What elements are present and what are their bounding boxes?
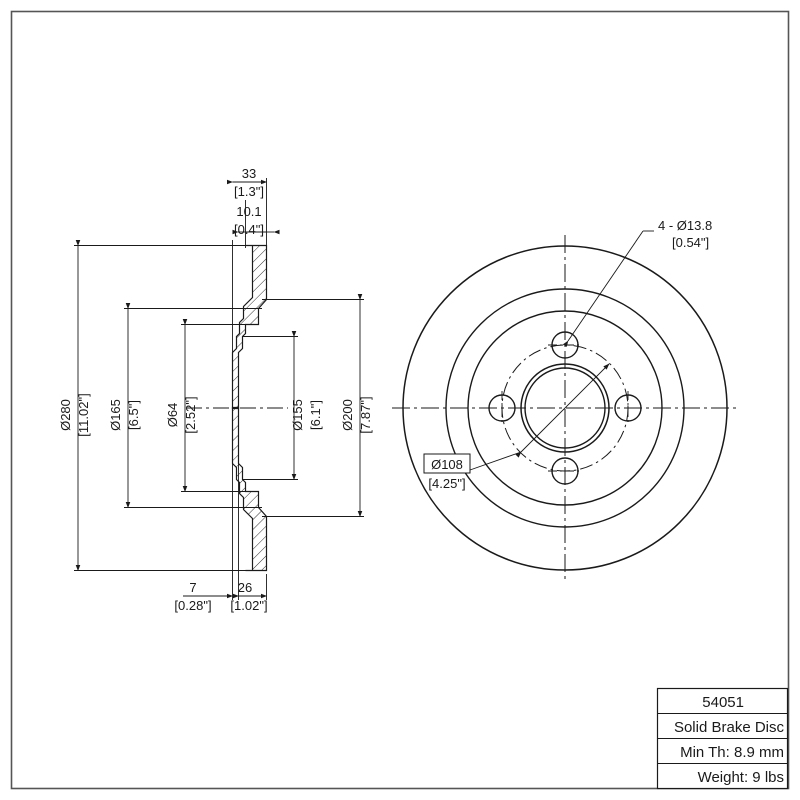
dim-diameter-64-metric: Ø64 xyxy=(165,403,180,428)
callout-bolt-circle-imperial: [4.25"] xyxy=(428,476,465,491)
circle-diameter-165 xyxy=(467,310,663,506)
dim-diameter-280-metric: Ø280 xyxy=(58,399,73,431)
circle-diameter-200 xyxy=(445,288,685,528)
dim-diameter-165-metric: Ø165 xyxy=(108,399,123,431)
dim-diameter-200-imperial: [7.87"] xyxy=(358,396,373,433)
title-block-min-thickness: Min Th: 8.9 mm xyxy=(680,744,784,761)
section-profile-upper xyxy=(231,244,268,410)
title-block-description: Solid Brake Disc xyxy=(674,719,785,736)
dim-diameter-200-metric: Ø200 xyxy=(340,399,355,431)
dim-diameter-280-imperial: [11.02"] xyxy=(76,393,91,436)
dim-depth-26-metric: 26 xyxy=(238,580,252,595)
bolt-circle-value-box xyxy=(423,453,471,474)
dim-height-33-imperial: [1.3"] xyxy=(234,184,264,199)
dim-height-33-metric: 33 xyxy=(242,166,256,181)
section-thickness-dimensions xyxy=(183,178,280,600)
callout-bolt-circle xyxy=(423,363,610,474)
dimension-line-bolt-circle xyxy=(515,363,610,458)
circle-outer-diameter-280 xyxy=(402,245,728,571)
dim-diameter-165-imperial: [6.5"] xyxy=(126,400,141,430)
section-view-geometry xyxy=(186,244,288,572)
dim-diameter-64-imperial: [2.52"] xyxy=(183,396,198,433)
front-view-geometry xyxy=(392,235,738,581)
title-block-part-number: 54051 xyxy=(702,694,744,711)
leader-line-bolt-circle xyxy=(469,451,522,471)
dim-diameter-155-imperial: [6.1"] xyxy=(308,400,323,430)
callout-bolt-holes-line2: [0.54"] xyxy=(672,235,709,250)
callout-bolt-circle-metric: Ø108 xyxy=(431,457,463,472)
callout-bolt-holes xyxy=(562,230,654,347)
section-view-dimensions xyxy=(74,239,364,572)
sheet-frame xyxy=(10,10,790,790)
dim-wall-7-imperial: [0.28"] xyxy=(174,598,211,613)
dim-depth-26-imperial: [1.02"] xyxy=(230,598,267,613)
callout-bolt-holes-line1: 4 - Ø13.8 xyxy=(658,218,712,233)
title-block-weight: Weight: 9 lbs xyxy=(698,769,784,786)
leader-line-bolt-holes xyxy=(562,230,644,347)
title-block: 54051 Solid Brake Disc Min Th: 8.9 mm We… xyxy=(656,687,789,790)
dim-diameter-155-metric: Ø155 xyxy=(290,399,305,431)
dim-thickness-10-metric: 10.1 xyxy=(236,204,261,219)
section-dimension-labels: Ø280 [11.02"] Ø165 [6.5"] Ø64 [2.52"] Ø1… xyxy=(58,166,373,613)
dim-wall-7-metric: 7 xyxy=(189,580,196,595)
section-profile-lower xyxy=(231,406,268,572)
dim-thickness-10-imperial: [0.4"] xyxy=(234,222,264,237)
